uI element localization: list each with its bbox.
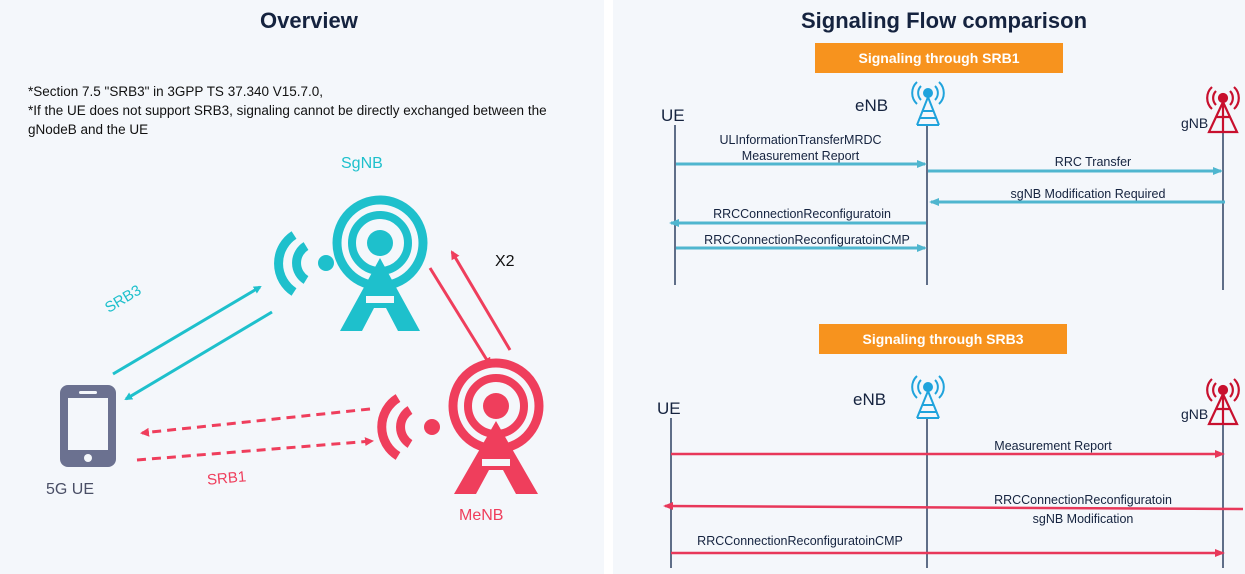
- srb1-msg-ulinfo: ULInformationTransferMRDC Measurement Re…: [713, 132, 888, 164]
- menb-tower-icon: [448, 358, 544, 494]
- srb1-downlink-arrow: [140, 407, 371, 437]
- x2-up-arrow: [450, 250, 512, 351]
- srb1-msg-reconfig: RRCConnectionReconfiguratoin: [713, 207, 891, 221]
- srb1-banner: Signaling through SRB1: [815, 43, 1063, 73]
- srb3-ue-label: UE: [657, 399, 681, 418]
- srb3-gnb-tower-icon: [1206, 378, 1240, 426]
- srb1-msg-sgnb-mod: sgNB Modification Required: [1010, 187, 1166, 201]
- overview-title: Overview: [260, 8, 358, 33]
- menb-label: MeNB: [459, 507, 504, 524]
- srb1-gnb-label: gNB: [1181, 115, 1209, 131]
- srb3-enb-label: eNB: [853, 390, 887, 409]
- overview-diagram: [60, 195, 544, 494]
- srb3-downlink-arrow: [124, 310, 273, 401]
- x2-down-arrow: [428, 267, 492, 367]
- srb1-ue-label: UE: [661, 106, 685, 125]
- srb1-uplink-arrow: [136, 437, 374, 462]
- srb3-arrow-reconfig: [663, 502, 1244, 511]
- ue-label: 5G UE: [46, 481, 95, 498]
- flow-title: Signaling Flow comparison: [801, 8, 1088, 33]
- overview-panel: Overview *Section 7.5 "SRB3" in 3GPP TS …: [0, 0, 604, 574]
- srb1-msg-rrc-transfer: RRC Transfer: [1054, 155, 1132, 169]
- srb1-msg-ulinfo-line2: Measurement Report: [741, 149, 860, 163]
- srb3-msg-reconfig-cmp: RRCConnectionReconfiguratoinCMP: [697, 534, 903, 548]
- srb1-enb-label: eNB: [855, 96, 889, 115]
- flow-diagram: [663, 81, 1244, 568]
- srb3-banner: Signaling through SRB3: [819, 324, 1067, 354]
- srb3-msg-meas-report: Measurement Report: [994, 439, 1112, 453]
- note-line-1: *Section 7.5 "SRB3" in 3GPP TS 37.340 V1…: [28, 84, 324, 99]
- sgnb-signal-icon: [274, 231, 334, 296]
- phone-icon: [60, 385, 116, 467]
- srb1-label: SRB1: [206, 468, 247, 489]
- sgnb-label: SgNB: [341, 155, 383, 172]
- srb1-enb-tower-icon: [911, 81, 945, 126]
- note-line-3: gNodeB and the UE: [28, 122, 149, 137]
- srb3-msg-reconfig: RRCConnectionReconfiguratoin: [994, 493, 1172, 507]
- srb1-msg-reconfig-cmp: RRCConnectionReconfiguratoinCMP: [704, 233, 910, 247]
- srb1-gnb-tower-icon: [1206, 86, 1240, 134]
- srb3-uplink-arrow: [112, 285, 262, 376]
- note-line-2: *If the UE does not support SRB3, signal…: [28, 103, 547, 118]
- srb3-msg-sgnb-mod: sgNB Modification: [1032, 512, 1134, 526]
- flow-panel: Signaling Flow comparison Signaling thro…: [613, 0, 1245, 574]
- srb3-gnb-label: gNB: [1181, 406, 1209, 422]
- srb1-msg-ulinfo-line1: ULInformationTransferMRDC: [719, 133, 882, 147]
- sgnb-tower-icon: [332, 195, 428, 331]
- srb3-enb-tower-icon: [911, 375, 945, 419]
- menb-signal-icon: [377, 394, 440, 460]
- x2-label: X2: [495, 253, 515, 270]
